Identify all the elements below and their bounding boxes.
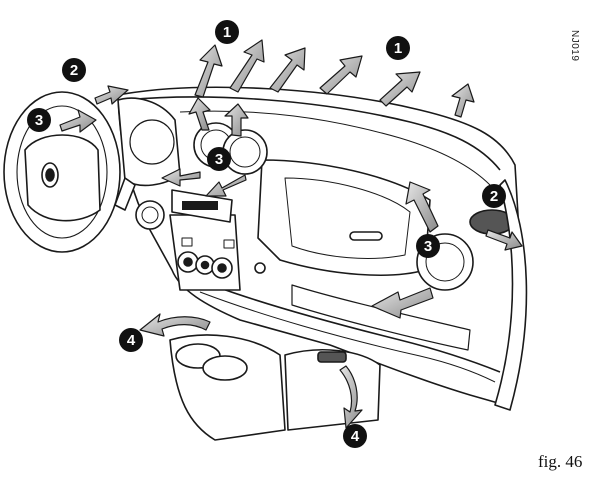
callout-badge: 1 <box>215 20 239 44</box>
arrow-center-left <box>59 109 97 133</box>
figure-caption: fig. 46 <box>538 452 583 471</box>
arrow-side-right <box>485 229 523 251</box>
arrow-right-up <box>405 181 439 233</box>
arrow-windscreen-3 <box>269 47 306 93</box>
callout-badge: 3 <box>27 108 51 132</box>
steering-wheel <box>3 91 121 253</box>
arrow-center-up-1 <box>188 97 211 131</box>
callout-badge: 2 <box>62 58 86 82</box>
callout-number: 2 <box>490 188 498 205</box>
callout-number: 3 <box>424 238 432 255</box>
arrow-center-down-2 <box>205 174 247 197</box>
arrow-windscreen-4 <box>319 55 363 95</box>
airflow-arrows <box>59 39 523 429</box>
callout-badge: 3 <box>207 147 231 171</box>
callout-number: 3 <box>215 151 223 168</box>
arrow-footwell-right <box>339 365 363 429</box>
callout-number: 1 <box>223 24 231 41</box>
arrow-right-down <box>371 287 434 319</box>
callout-badge: 2 <box>482 184 506 208</box>
callout-badge: 3 <box>416 234 440 258</box>
dashboard-outline <box>114 86 528 441</box>
callout-number: 1 <box>394 40 402 57</box>
arrow-windscreen-5 <box>379 71 421 107</box>
callout-badges: 1 1 2 2 3 3 3 4 <box>27 20 506 448</box>
callout-number: 4 <box>351 428 360 445</box>
callout-number: 3 <box>35 112 43 129</box>
arrow-side-left <box>94 85 129 105</box>
arrow-footwell-left <box>139 313 211 337</box>
arrow-center-down-1 <box>161 168 201 187</box>
callout-badge: 1 <box>386 36 410 60</box>
arrow-center-up-2 <box>224 103 249 137</box>
arrow-windscreen-1 <box>194 44 223 98</box>
callout-badge: 4 <box>119 328 143 352</box>
callout-number: 2 <box>70 62 78 79</box>
arrow-windscreen-6 <box>451 83 475 118</box>
callout-number: 4 <box>127 332 136 349</box>
arrow-windscreen-2 <box>229 39 265 93</box>
figure-code: NJ019 <box>569 30 580 62</box>
callout-badge: 4 <box>343 424 367 448</box>
